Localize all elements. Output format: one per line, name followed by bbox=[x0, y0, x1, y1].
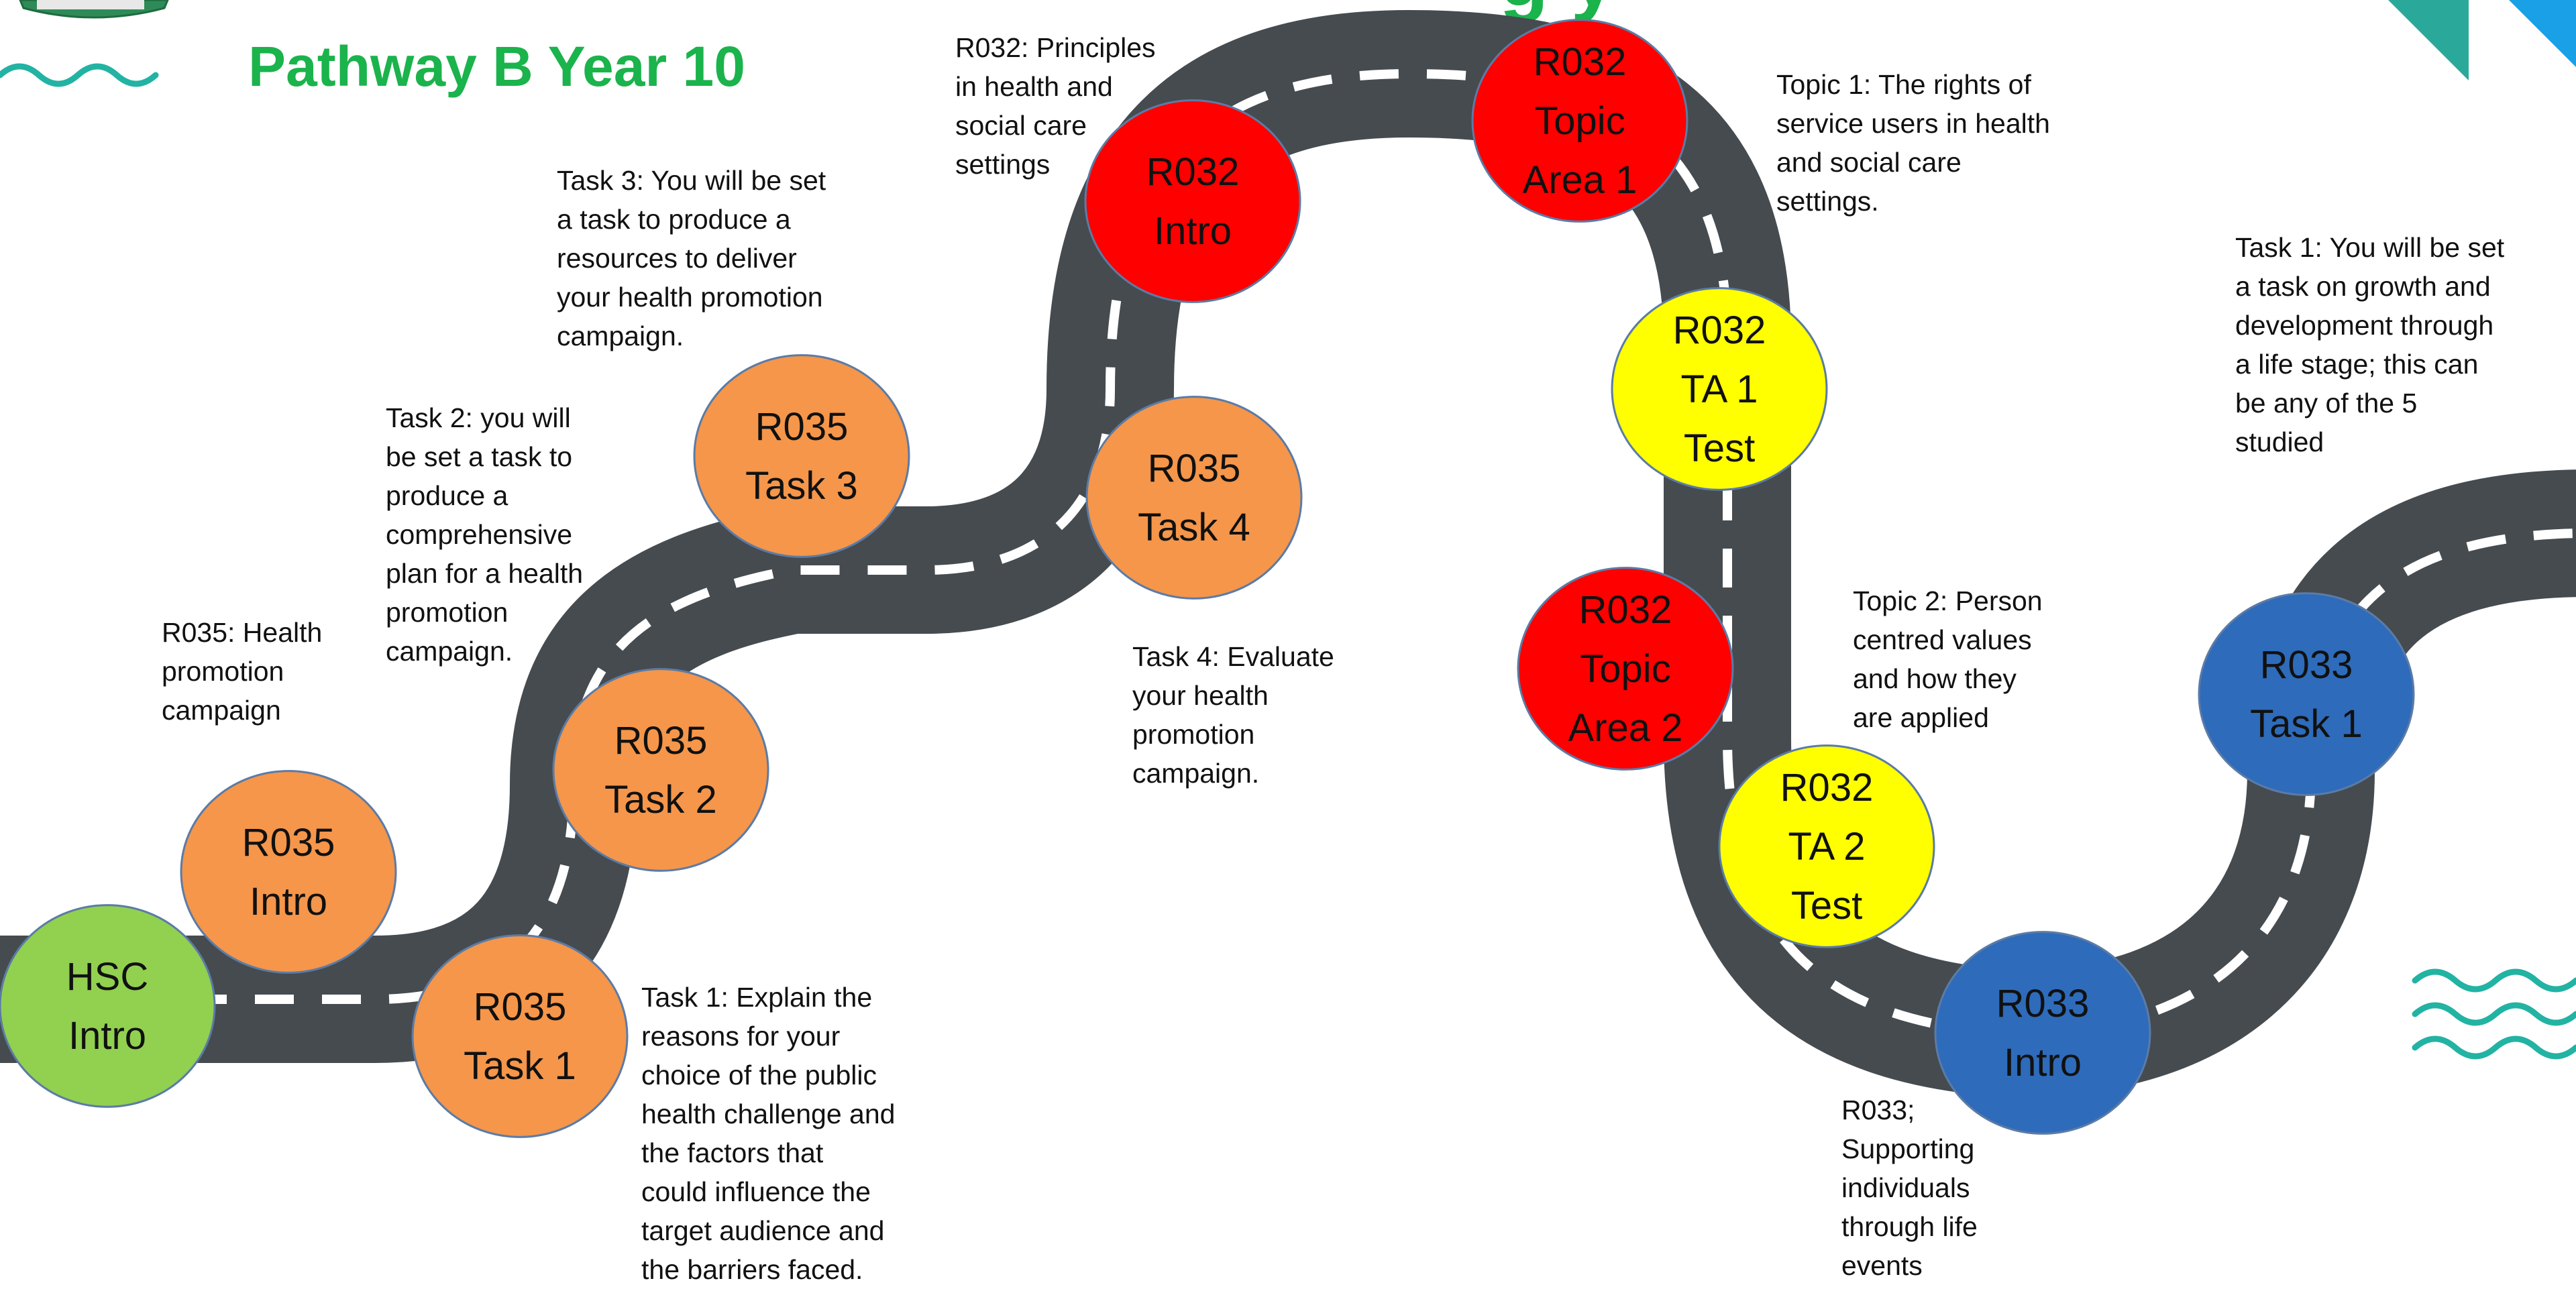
node-label: R035 bbox=[474, 985, 567, 1029]
wave-decoration-top-left bbox=[0, 63, 159, 87]
node-label: R035 bbox=[614, 719, 708, 763]
task-4-description: Task 4: Evaluate your health promotion c… bbox=[1132, 641, 1334, 789]
node-label: Test bbox=[1791, 884, 1862, 928]
node-label: HSC bbox=[66, 955, 148, 999]
node-circle bbox=[693, 354, 910, 558]
corner-decoration-blue bbox=[2509, 0, 2576, 67]
r033-supporting-caption: R033; Supporting individuals through lif… bbox=[1841, 1095, 1978, 1281]
node-label: Area 1 bbox=[1523, 158, 1638, 202]
node-label: R032 bbox=[1579, 588, 1672, 632]
task-3-description: Task 3: You will be set a task to produc… bbox=[557, 165, 826, 351]
task-1-r035-description: Task 1: Explain the reasons for your cho… bbox=[641, 982, 896, 1285]
node-circle bbox=[1471, 19, 1688, 223]
node-label: R032 bbox=[1534, 40, 1627, 84]
node-label: Task 4 bbox=[1138, 506, 1250, 549]
node-label: Intro bbox=[250, 880, 327, 923]
node-label: R033 bbox=[1996, 982, 2090, 1025]
node-label: Task 2 bbox=[604, 778, 717, 822]
node-label: R032 bbox=[1146, 150, 1240, 194]
node-label: R033 bbox=[2260, 643, 2353, 687]
node-label: R035 bbox=[1148, 447, 1241, 490]
node-label: Intro bbox=[68, 1014, 146, 1058]
node-label: Intro bbox=[1154, 209, 1232, 253]
node-label: TA 2 bbox=[1788, 825, 1866, 868]
node-circle bbox=[0, 904, 216, 1108]
node-label: TA 1 bbox=[1681, 368, 1758, 411]
node-circle bbox=[2198, 592, 2415, 796]
node-circle bbox=[411, 934, 629, 1138]
node-r032-ta1-test: R032 TA 1 Test bbox=[1611, 287, 1828, 491]
wave-decoration-bottom-right bbox=[2412, 968, 2576, 1060]
task-2-description: Task 2: you will be set a task to produc… bbox=[386, 402, 584, 667]
topic-2-description: Topic 2: Person centred values and how t… bbox=[1853, 585, 2043, 733]
node-label: Task 1 bbox=[464, 1044, 576, 1088]
node-label: Topic bbox=[1580, 647, 1670, 691]
node-circle bbox=[1084, 99, 1301, 303]
node-label: R035 bbox=[755, 405, 849, 449]
node-label: R032 bbox=[1673, 309, 1766, 352]
node-circle bbox=[180, 770, 397, 974]
node-label: Intro bbox=[2004, 1041, 2082, 1084]
node-circle bbox=[1934, 931, 2151, 1135]
node-label: R032 bbox=[1780, 766, 1874, 809]
node-label: Area 2 bbox=[1568, 706, 1683, 750]
node-circle bbox=[1718, 744, 1935, 948]
node-r032-ta2-test: R032 TA 2 Test bbox=[1718, 744, 1935, 948]
page-title: Pathway B Year 10 bbox=[248, 35, 745, 98]
node-label: Topic bbox=[1534, 99, 1625, 143]
node-hsc-intro: HSC Intro bbox=[0, 904, 216, 1108]
node-circle bbox=[1611, 287, 1828, 491]
node-circle bbox=[1517, 567, 1734, 771]
corner-decoration-teal bbox=[2388, 0, 2469, 80]
topic-1-description: Topic 1: The rights of service users in … bbox=[1776, 69, 2050, 217]
node-label: Task 1 bbox=[2250, 702, 2363, 746]
node-label: Task 3 bbox=[745, 464, 858, 508]
r032-principles-caption: R032: Principles in health and social ca… bbox=[955, 32, 1156, 180]
school-logo bbox=[19, 0, 169, 19]
node-circle bbox=[1085, 396, 1303, 600]
node-label: Test bbox=[1684, 427, 1755, 470]
node-circle bbox=[552, 668, 769, 872]
r035-health-promotion-caption: R035: Health promotion campaign bbox=[162, 617, 323, 726]
node-label: R035 bbox=[242, 821, 335, 864]
task-1-r033-description: Task 1: You will be set a task on growth… bbox=[2235, 232, 2505, 457]
